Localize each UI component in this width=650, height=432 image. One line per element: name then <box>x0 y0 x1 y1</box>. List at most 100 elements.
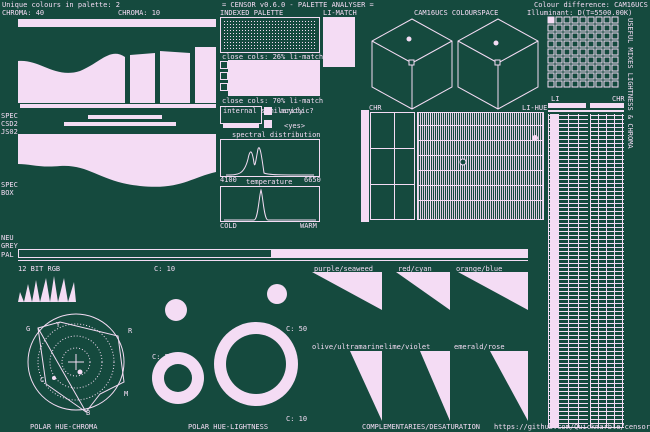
mix-cell <box>563 32 571 40</box>
mix-cell <box>595 40 603 48</box>
acyclic-check-2[interactable] <box>264 120 272 128</box>
li-hue-hatching <box>418 113 543 219</box>
olive-ultramarine-label: olive/ultramarine <box>312 343 384 351</box>
temperature-label: temperature <box>246 178 293 186</box>
mix-cell <box>579 80 587 88</box>
mix-cell <box>595 16 603 24</box>
mix-cell <box>611 40 619 48</box>
12bit-rgb-label: 12 BIT RGB <box>18 265 61 273</box>
internal-similarity-bar <box>223 124 259 128</box>
li-match-column <box>323 17 355 67</box>
mix-cell <box>587 16 595 24</box>
mix-cell <box>611 24 619 32</box>
mix-cell <box>547 80 555 88</box>
mix-cell <box>579 72 587 80</box>
li-match-label: LI-MATCH <box>323 9 357 17</box>
pal-label: PAL <box>1 251 14 259</box>
spec-bar <box>20 104 216 108</box>
mix-cell <box>571 24 579 32</box>
chroma-40-label: CHROMA: 40 <box>2 9 45 17</box>
close-cols-label: close cols: 26% li-match <box>222 53 324 61</box>
chr-grid-line <box>394 112 395 220</box>
polar-hue-chroma-plot <box>27 313 125 413</box>
temperature-warm: WARM <box>300 222 317 230</box>
useful-mixes-cells <box>547 16 619 88</box>
li-match-swatch[interactable] <box>220 83 228 91</box>
hue-b-label: B <box>86 409 91 417</box>
hue-g-label: G <box>26 325 31 333</box>
pal-bar-light <box>272 249 528 258</box>
mix-cell <box>587 32 595 40</box>
purple-seaweed-label: purple/seaweed <box>314 265 374 273</box>
li-hue-grid-line <box>418 170 543 171</box>
li-hue-grid-line <box>418 185 543 186</box>
polar-hue-chroma-label: POLAR HUE-CHROMA <box>30 423 98 431</box>
12bit-rgb-plot <box>18 276 76 302</box>
mix-cell <box>571 48 579 56</box>
close-cols-label-2: close cols: 70% li-match <box>222 97 324 105</box>
metrics-vertical-label: USEFUL MIXES LIGHTNESS & CHROMA <box>626 18 634 149</box>
mix-cell <box>563 56 571 64</box>
mix-cell <box>587 48 595 56</box>
hue-m-label: M <box>124 390 129 398</box>
li-hue-grid-line <box>418 200 543 201</box>
mix-cell <box>579 32 587 40</box>
complementary-triangles-row2 <box>350 351 528 421</box>
illuminant-label: Illuminant: D(T=5500.00K) <box>527 9 633 17</box>
mix-cell <box>611 72 619 80</box>
mix-cell <box>595 80 603 88</box>
colourspace-cube-1 <box>371 18 453 110</box>
mix-cell <box>611 16 619 24</box>
li-hue-label: LI-HUE <box>522 104 548 112</box>
chr-strip <box>361 110 369 222</box>
mix-cell <box>547 72 555 80</box>
temperature-cold: COLD <box>220 222 237 230</box>
wavelength-min: 4100 <box>220 176 237 184</box>
mix-cell <box>547 24 555 32</box>
github-link[interactable]: https://github.com/Quickmarble/censor <box>494 423 650 431</box>
mix-cell <box>571 16 579 24</box>
mix-cell <box>603 32 611 40</box>
complementaries-label: COMPLEMENTARIES/DESATURATION <box>362 423 481 431</box>
lightness-ladder-fill <box>550 114 558 428</box>
li-match-swatch[interactable] <box>220 72 228 80</box>
mix-cell <box>587 40 595 48</box>
mix-cell <box>595 72 603 80</box>
chr-plot <box>370 112 415 220</box>
c50-label-2: C: 50 <box>152 353 174 361</box>
useful-mixes-grid[interactable] <box>548 17 620 89</box>
grey-label: GREY <box>1 242 18 250</box>
chr-label: CHR <box>369 104 382 112</box>
mix-cell <box>563 40 571 48</box>
box-label: BOX <box>1 189 14 197</box>
mix-cell <box>579 48 587 56</box>
mix-cell <box>571 80 579 88</box>
mix-cell <box>603 16 611 24</box>
acyclic-label: acyclic? <box>280 107 314 115</box>
mix-cell <box>595 48 603 56</box>
spec-label: SPEC <box>1 112 18 120</box>
mix-cell <box>595 32 603 40</box>
spectral-distribution-label: spectral distribution <box>232 131 321 139</box>
wavelength-max: 6650 <box>304 176 321 184</box>
hue-y-label: Y <box>56 321 61 329</box>
mix-cell <box>555 64 563 72</box>
indexed-palette-grid[interactable] <box>220 17 320 53</box>
hue-r-label: R <box>128 327 133 335</box>
js02-bar <box>64 122 176 126</box>
internal-similarity-label: internal similarity <box>223 107 304 115</box>
li-hue-plot[interactable] <box>417 112 544 220</box>
li-match-swatch[interactable] <box>220 61 228 69</box>
mix-cell <box>555 48 563 56</box>
metric-divider <box>548 110 624 112</box>
emerald-rose-label: emerald/rose <box>454 343 505 351</box>
mix-cell <box>603 80 611 88</box>
temperature-plot <box>220 186 320 222</box>
mix-cell <box>563 80 571 88</box>
li-label: LI <box>551 95 560 103</box>
chr-grid-line <box>370 148 415 149</box>
li-hue-grid-line <box>418 125 543 126</box>
chr-grid-line <box>370 184 415 185</box>
chr-bar-top <box>590 103 624 108</box>
acyclic-check-1[interactable] <box>264 107 272 115</box>
